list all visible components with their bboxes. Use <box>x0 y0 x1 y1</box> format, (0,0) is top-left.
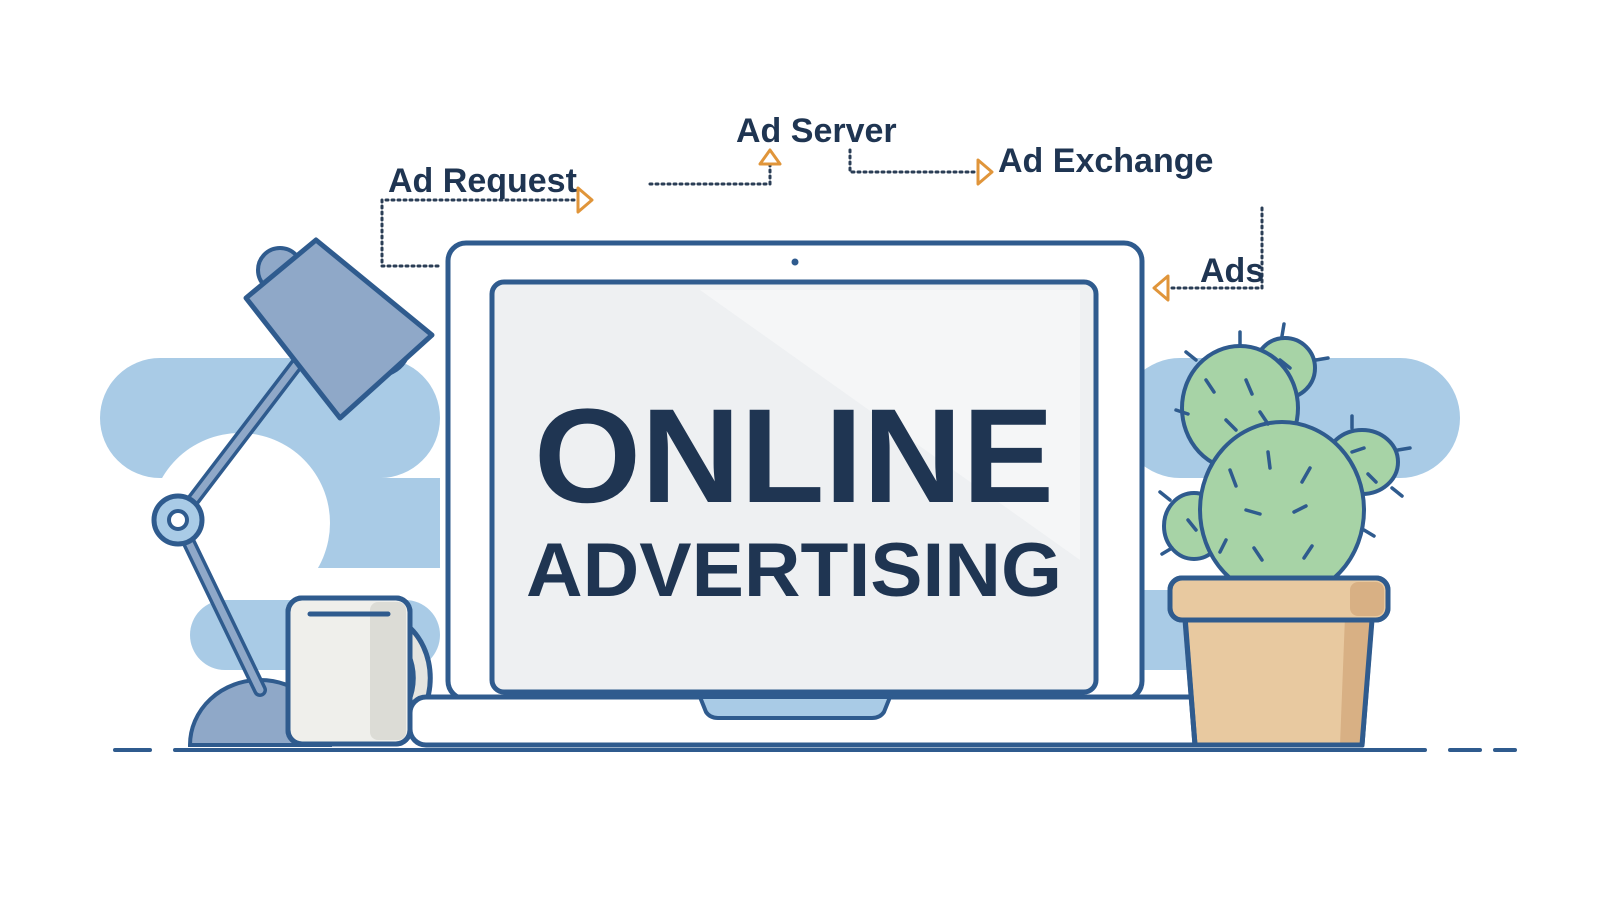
flower-pot-icon <box>1167 575 1391 748</box>
screen-title: ONLINE <box>534 382 1054 531</box>
cactus-icon <box>1158 322 1412 600</box>
ad-server-label: Ad Server <box>736 112 897 150</box>
coffee-mug-icon <box>285 595 433 747</box>
ads-label: Ads <box>1200 252 1264 290</box>
ad-exchange-label: Ad Exchange <box>998 142 1213 180</box>
screen-subtitle: ADVERTISING <box>526 528 1062 613</box>
laptop-icon: ONLINE ADVERTISING <box>407 240 1271 748</box>
ad-request-label: Ad Request <box>388 162 577 200</box>
flow-connectors <box>380 148 1264 302</box>
